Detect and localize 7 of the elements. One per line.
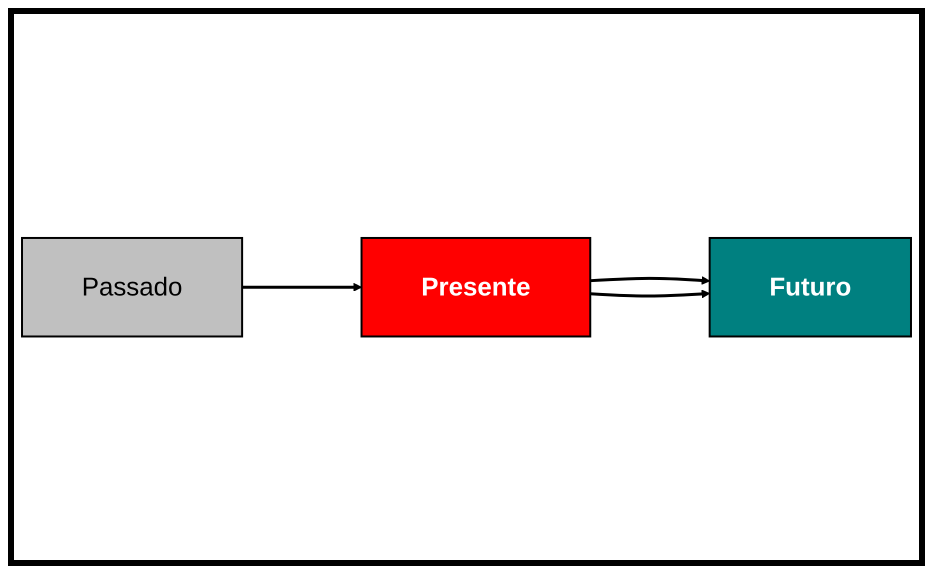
arrow (590, 276, 710, 285)
node-box (708, 236, 912, 338)
node-box (360, 236, 592, 338)
node-box (21, 236, 244, 338)
arrow (590, 289, 710, 298)
diagram-frame: Passado Presente Futuro (8, 8, 925, 566)
arrow (242, 282, 362, 292)
